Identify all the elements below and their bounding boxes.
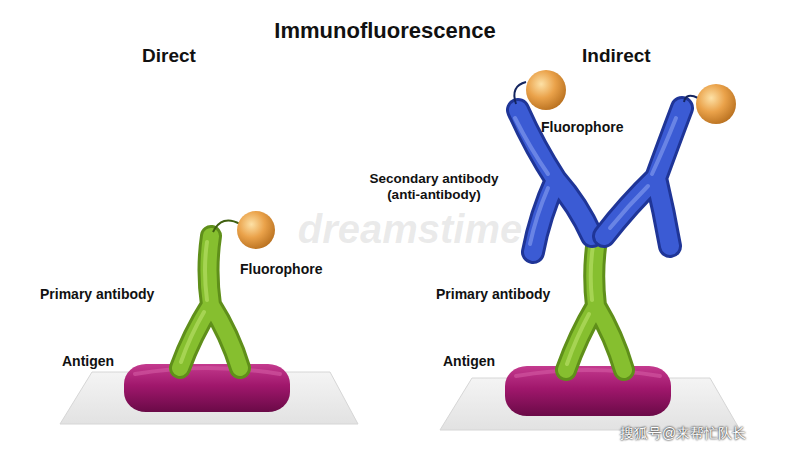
fluorophore-bead xyxy=(526,70,566,110)
part-label: Fluorophore xyxy=(541,119,651,136)
fluorophore-bead xyxy=(237,211,275,249)
part-label: Fluorophore xyxy=(240,261,350,278)
part-label: Primary antibody xyxy=(40,286,180,303)
diagram-title: Immunofluorescence xyxy=(0,18,770,44)
part-label: Primary antibody xyxy=(436,286,576,303)
part-label: Antigen xyxy=(62,353,142,370)
antigen-highlight xyxy=(516,370,660,376)
watermark: 搜狐号@来帮忙队长 xyxy=(620,425,800,442)
part-label: Antigen xyxy=(443,353,523,370)
primary-antibody-shape xyxy=(180,236,240,368)
panel-heading: Direct xyxy=(142,45,222,68)
antigen-highlight xyxy=(135,368,280,374)
fluorophore-linker xyxy=(684,96,698,102)
fluorophore-linker xyxy=(213,220,240,232)
antigen-shape xyxy=(124,364,290,412)
fluorophore-bead xyxy=(696,84,736,124)
part-label: Secondary antibody (anti-antibody) xyxy=(352,171,516,203)
primary-antibody-shape xyxy=(566,240,624,370)
panel-heading: Indirect xyxy=(582,45,672,68)
fluorophore-linker xyxy=(514,82,526,104)
antigen-shape xyxy=(505,366,671,416)
watermark: dreamstime xyxy=(250,205,570,253)
